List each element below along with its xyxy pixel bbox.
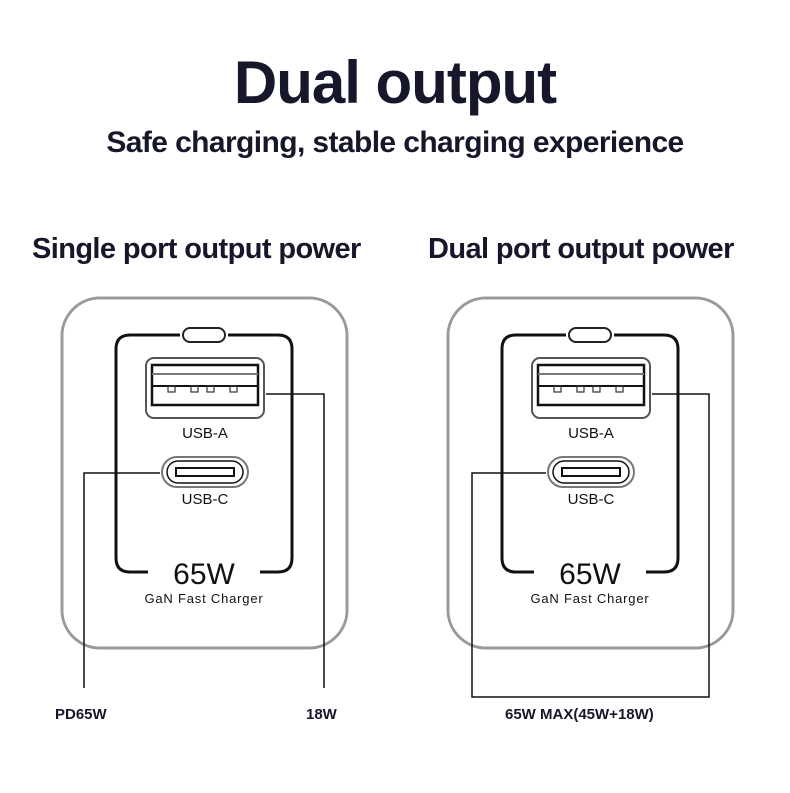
charger-housing [446, 296, 735, 650]
product-line-label: GaN Fast Charger [144, 591, 263, 606]
usb-c-leader-line [83, 472, 160, 688]
led-indicator-icon [568, 327, 612, 343]
port-panel-outline [500, 333, 680, 574]
product-line-label: GaN Fast Charger [530, 591, 649, 606]
usb-c-port-icon [161, 456, 249, 488]
usb-a-power-callout: 18W [306, 706, 337, 723]
combined-power-callout: 65W MAX(45W+18W) [505, 706, 654, 723]
page-subtitle: Safe charging, stable charging experienc… [106, 126, 684, 159]
port-panel-outline [114, 333, 294, 574]
usb-c-power-callout: PD65W [55, 706, 107, 723]
single-port-heading: Single port output power [32, 233, 361, 265]
usb-c-port-icon [547, 456, 635, 488]
usb-a-port-icon [145, 357, 265, 419]
single-port-charger-diagram: USB-A USB-C 65W GaN Fast Charger [60, 296, 349, 688]
usb-a-leader-line [266, 393, 325, 688]
dual-port-charger-diagram: USB-A USB-C 65W GaN Fast Charger [446, 296, 735, 698]
charger-housing [60, 296, 349, 650]
usb-a-label: USB-A [568, 425, 614, 442]
usb-a-label: USB-A [182, 425, 228, 442]
wattage-label: 65W [559, 558, 621, 591]
dual-port-heading: Dual port output power [428, 233, 734, 265]
combined-leader-bracket [471, 393, 710, 698]
page-title: Dual output [233, 49, 557, 116]
usb-a-port-icon [531, 357, 651, 419]
usb-c-label: USB-C [182, 491, 229, 508]
usb-c-label: USB-C [568, 491, 615, 508]
wattage-label: 65W [173, 558, 235, 591]
led-indicator-icon [182, 327, 226, 343]
